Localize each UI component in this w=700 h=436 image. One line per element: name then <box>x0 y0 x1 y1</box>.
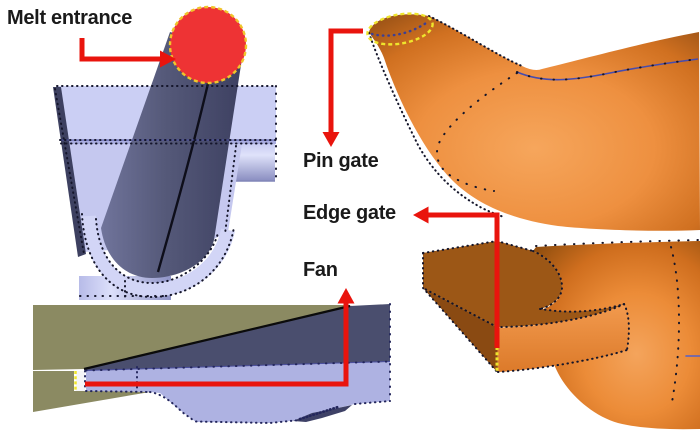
pin-gate-label: Pin gate <box>303 150 379 172</box>
fan-gate-notch <box>76 371 85 391</box>
pin-gate-part-body <box>369 14 700 231</box>
edge-gate-label: Edge gate <box>303 202 396 224</box>
edge-gate-view <box>422 239 700 430</box>
pin-gate-highlight <box>366 12 434 46</box>
fan-band-top-line <box>85 361 391 371</box>
fan-mesh-dots <box>84 303 391 425</box>
fan-plate-upper <box>33 305 352 370</box>
fan-gate-arrow-line <box>85 302 349 387</box>
pin-gate-view <box>366 12 700 231</box>
fan-gate-arrow-head <box>337 288 355 304</box>
pin-gate-arrow-line <box>328 28 363 133</box>
melt-entrance-marker <box>168 5 248 85</box>
edge-gate-front-face <box>497 304 629 372</box>
sprue-body <box>101 32 243 278</box>
melt-entrance-arrow-line <box>79 38 161 62</box>
sprue-mesh-dots <box>54 85 277 299</box>
edge-gate-arrow <box>413 206 500 348</box>
melt-entrance-arrow <box>79 38 176 68</box>
sprue-tube-ring <box>82 215 235 298</box>
pin-surface-curve <box>516 58 699 81</box>
fan-gate-view <box>33 303 391 425</box>
fan-gate-label: Fan <box>303 259 338 281</box>
sprue-runner-view <box>53 5 277 300</box>
melt-entrance-arrow-head <box>160 50 176 68</box>
fan-diagonal-edge <box>83 304 351 371</box>
edge-gate-top-face <box>423 241 624 327</box>
pin-mesh-dots <box>368 15 699 218</box>
edge-gate-arrow-line <box>428 212 500 348</box>
fan-gate-wedge <box>84 304 390 371</box>
melt-entrance-label: Melt entrance <box>7 7 133 29</box>
pin-gate-arrow-head <box>322 132 340 147</box>
annotation-arrows <box>79 28 500 387</box>
sprue-seam-line <box>156 61 215 273</box>
fan-runner-band <box>86 362 390 423</box>
edge-gate-arrow-head <box>413 206 429 224</box>
pin-gate-arrow <box>322 28 363 147</box>
fan-gate-arrow <box>85 288 355 387</box>
